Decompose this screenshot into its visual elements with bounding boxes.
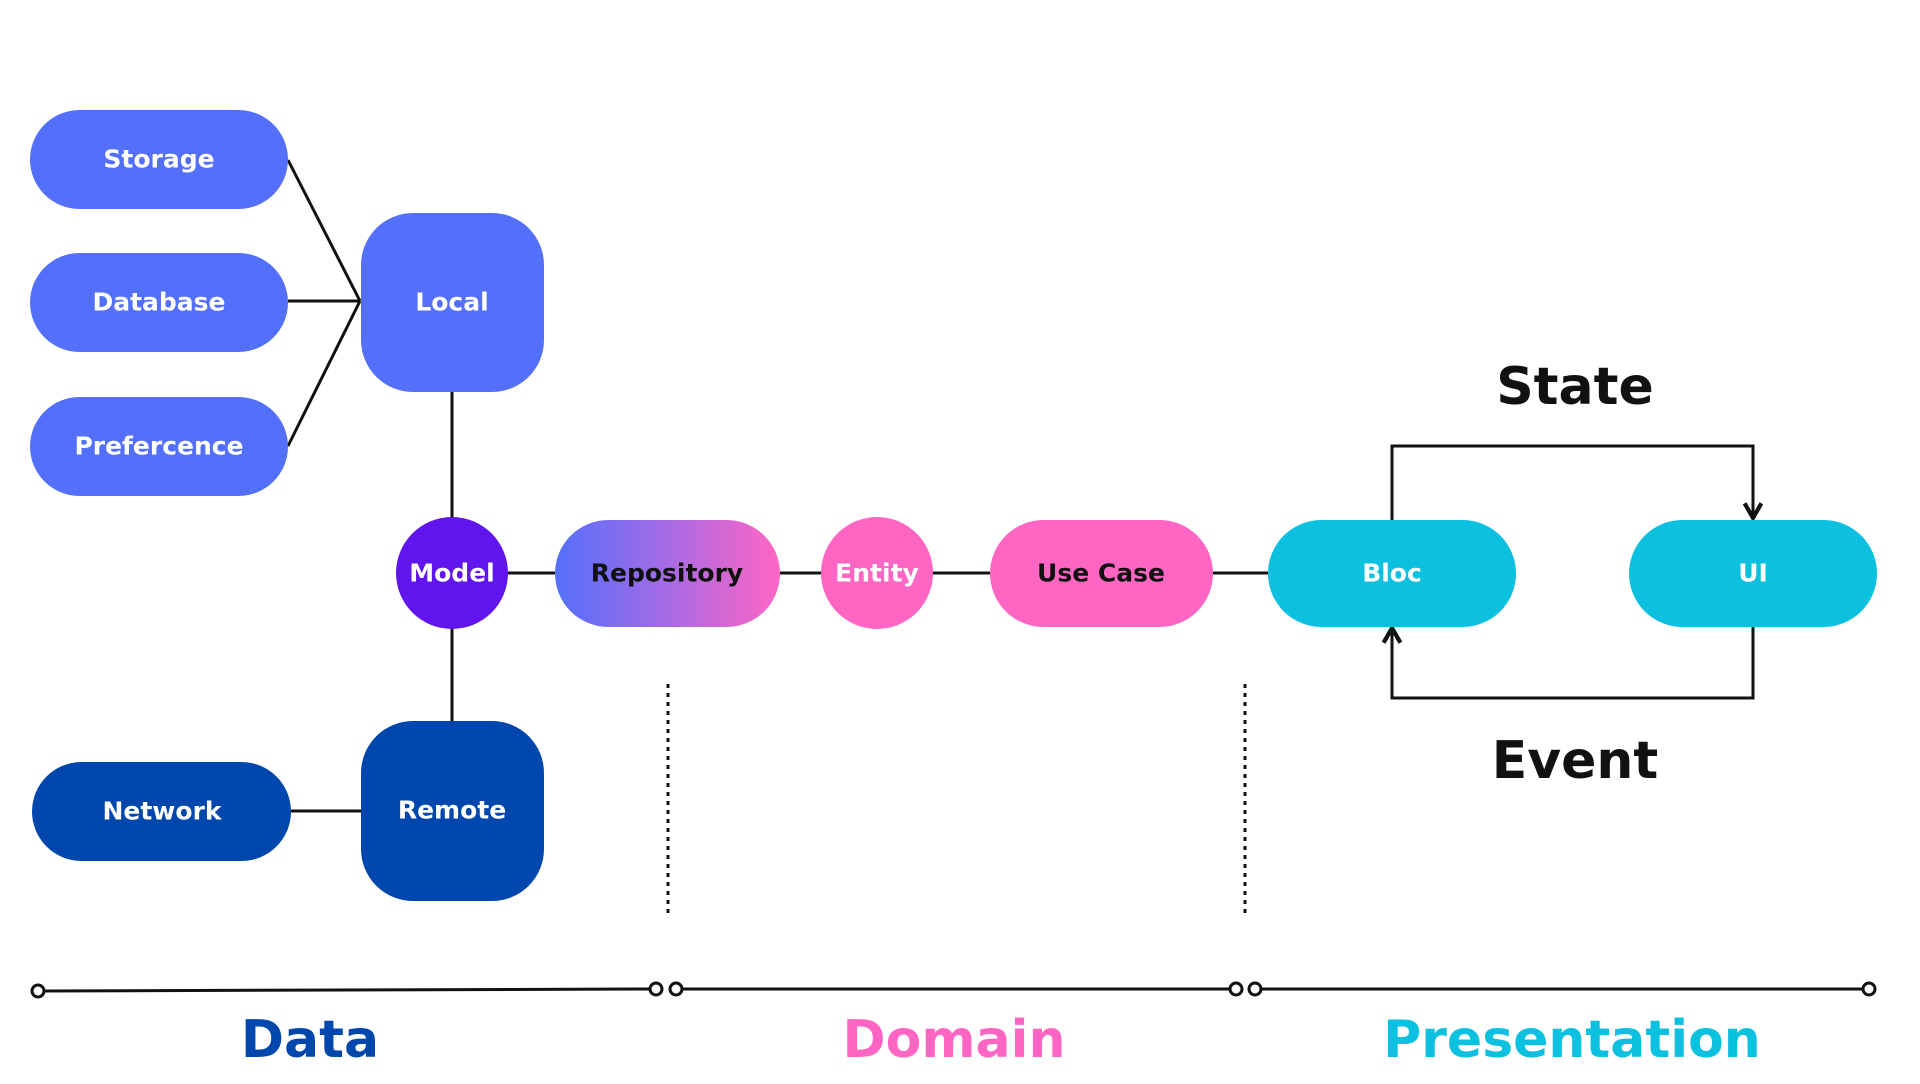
node-preference: Prefercence xyxy=(30,397,288,496)
connectors xyxy=(286,159,1268,813)
node-entity-label: Entity xyxy=(835,559,919,588)
storage-to-local-line xyxy=(286,159,362,302)
timeline-segment-data xyxy=(43,987,651,993)
timeline-node-domain-end xyxy=(1228,981,1244,997)
layer-label-data: Data xyxy=(241,1010,379,1070)
node-local: Local xyxy=(361,213,544,392)
node-bloc: Bloc xyxy=(1268,520,1516,627)
node-use-case-label: Use Case xyxy=(1037,559,1165,588)
node-use-case: Use Case xyxy=(990,520,1213,627)
node-storage: Storage xyxy=(30,110,288,209)
node-bloc-label: Bloc xyxy=(1362,559,1422,588)
node-remote-label: Remote xyxy=(398,796,506,825)
node-network-label: Network xyxy=(102,797,222,826)
timeline-node-end xyxy=(1861,981,1877,997)
node-local-label: Local xyxy=(415,288,488,317)
node-storage-label: Storage xyxy=(103,145,214,174)
layer-timeline xyxy=(30,981,1877,999)
timeline-node-presentation-start xyxy=(1247,981,1263,997)
node-repository: Repository xyxy=(555,520,780,627)
timeline-node-start xyxy=(30,983,46,999)
timeline-node-data-end xyxy=(648,981,664,997)
node-network: Network xyxy=(32,762,291,861)
node-preference-label: Prefercence xyxy=(74,432,243,461)
layer-label-presentation: Presentation xyxy=(1383,1010,1761,1070)
node-ui: UI xyxy=(1629,520,1877,627)
state-arrow xyxy=(1390,444,1753,520)
event-label: Event xyxy=(1492,731,1659,791)
node-model: Model xyxy=(396,517,508,629)
layer-label-domain: Domain xyxy=(842,1010,1065,1070)
event-arrow xyxy=(1392,627,1755,700)
timeline-node-domain-start xyxy=(668,981,684,997)
node-database: Database xyxy=(30,253,288,352)
node-database-label: Database xyxy=(92,288,225,317)
layer-separators xyxy=(666,684,1247,916)
state-event-loop xyxy=(1390,444,1755,700)
node-entity: Entity xyxy=(821,517,933,629)
node-ui-label: UI xyxy=(1738,559,1768,588)
node-model-label: Model xyxy=(409,559,494,588)
node-remote: Remote xyxy=(361,721,544,901)
node-repository-label: Repository xyxy=(591,559,743,588)
preference-to-local-line xyxy=(286,300,362,447)
state-label: State xyxy=(1496,357,1654,417)
